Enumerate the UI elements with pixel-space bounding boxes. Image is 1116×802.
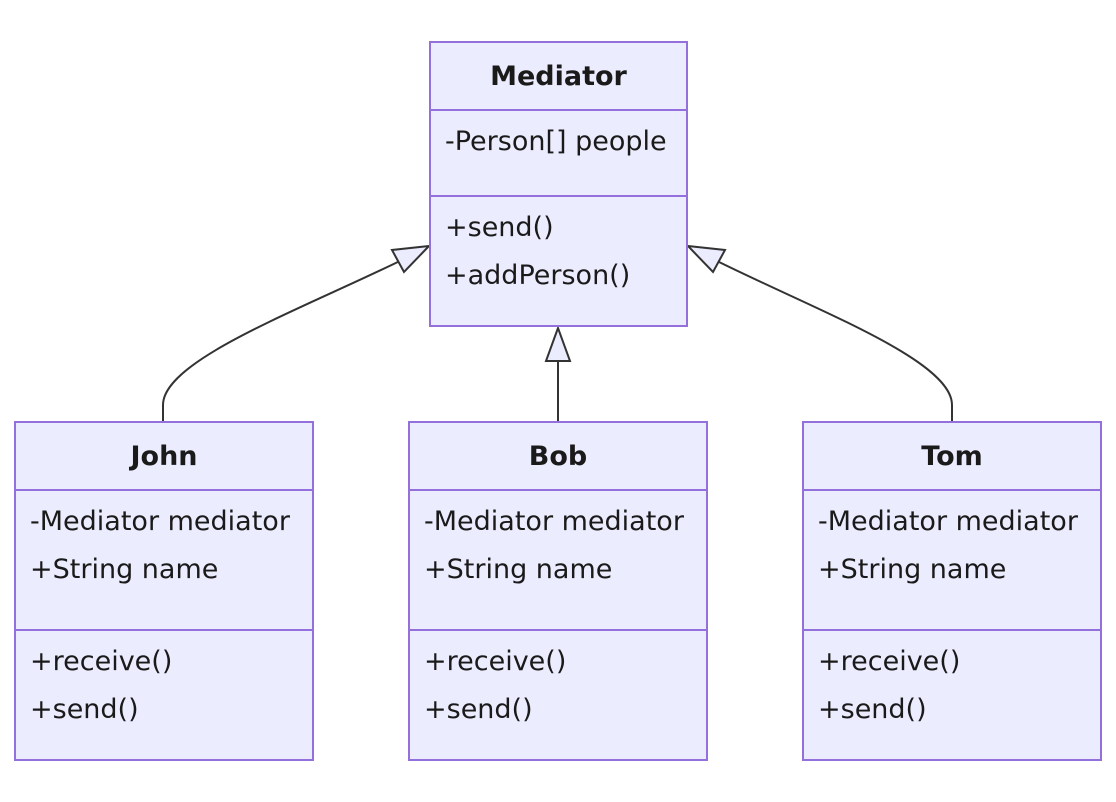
class-tom: Tom -Mediator mediator +String name +rec… (802, 421, 1102, 761)
methods-section: +receive() +send() (410, 631, 706, 743)
class-name: John (16, 423, 312, 491)
methods-section: +receive() +send() (804, 631, 1100, 743)
edge-john-to-mediator (162, 258, 405, 421)
method: +addPerson() (445, 260, 631, 291)
edge-tom-to-mediator (712, 258, 953, 421)
arrowhead-bob-mediator (544, 325, 572, 362)
attributes-section: -Mediator mediator +String name (804, 491, 1100, 631)
class-name: Tom (804, 423, 1100, 491)
class-bob: Bob -Mediator mediator +String name +rec… (408, 421, 708, 761)
attribute: -Mediator mediator (30, 506, 290, 537)
attribute: +String name (818, 554, 1007, 585)
class-name: Bob (410, 423, 706, 491)
method: +receive() (818, 646, 961, 677)
attribute: -Mediator mediator (424, 506, 684, 537)
arrowhead-john-mediator (390, 244, 432, 274)
attribute: +String name (30, 554, 219, 585)
arrowhead-tom-mediator (685, 244, 727, 274)
method: +send() (445, 212, 554, 243)
method: +send() (30, 694, 139, 725)
attribute: +String name (424, 554, 613, 585)
method: +receive() (30, 646, 173, 677)
methods-section: +send() +addPerson() (431, 197, 686, 309)
class-mediator: Mediator -Person[] people +send() +addPe… (429, 41, 688, 327)
attribute: -Person[] people (445, 126, 667, 157)
method: +send() (424, 694, 533, 725)
class-john: John -Mediator mediator +String name +re… (14, 421, 314, 761)
attributes-section: -Mediator mediator +String name (16, 491, 312, 631)
method: +send() (818, 694, 927, 725)
method: +receive() (424, 646, 567, 677)
methods-section: +receive() +send() (16, 631, 312, 743)
attributes-section: -Mediator mediator +String name (410, 491, 706, 631)
class-name: Mediator (431, 43, 686, 111)
attribute: -Mediator mediator (818, 506, 1078, 537)
attributes-section: -Person[] people (431, 111, 686, 197)
